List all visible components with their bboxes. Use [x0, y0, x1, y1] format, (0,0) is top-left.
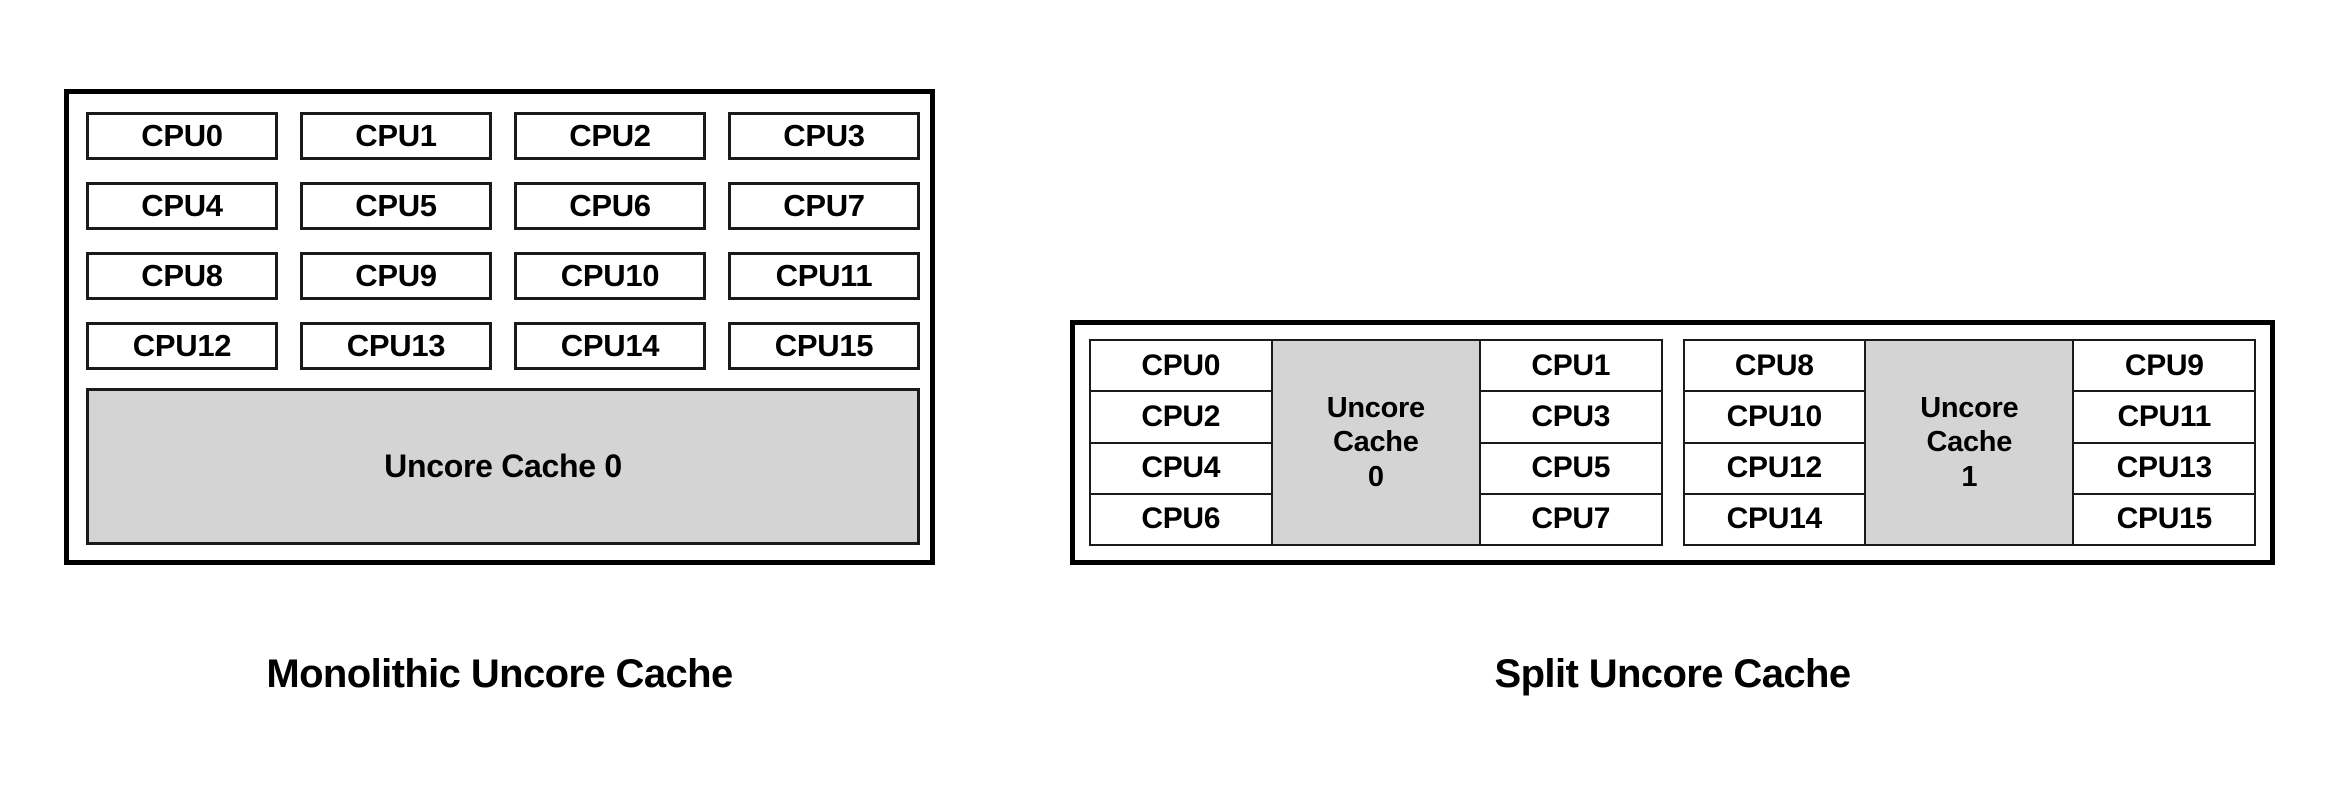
cpu-cell: CPU7	[728, 182, 920, 230]
cpu-cell: CPU8	[1682, 339, 1867, 393]
cpu-column-left: CPU0 CPU2 CPU4 CPU6	[1089, 339, 1273, 546]
cpu-cell: CPU8	[86, 252, 278, 300]
uncore-cache-block: Uncore Cache 1	[1864, 339, 2075, 546]
cpu-cell: CPU9	[300, 252, 492, 300]
uncore-cache-column: Uncore Cache 0	[1270, 339, 1481, 546]
split-group: CPU8 CPU10 CPU12 CPU14 Uncore Cache 1 CP…	[1682, 339, 2257, 546]
cpu-cell: CPU9	[2072, 339, 2257, 393]
uncore-cache-line-1: Uncore	[1326, 392, 1425, 425]
cpu-column-right: CPU9 CPU11 CPU13 CPU15	[2072, 339, 2257, 546]
cpu-cell: CPU10	[514, 252, 706, 300]
cpu-column-right: CPU1 CPU3 CPU5 CPU7	[1478, 339, 1663, 546]
uncore-cache-line-2: Cache	[1926, 426, 2013, 459]
cpu-cell: CPU13	[300, 322, 492, 370]
cpu-cell: CPU11	[728, 252, 920, 300]
cpu-cell: CPU15	[728, 322, 920, 370]
cpu-cell: CPU2	[1089, 390, 1273, 444]
cpu-cell: CPU2	[514, 112, 706, 160]
cpu-cell: CPU12	[86, 322, 278, 370]
uncore-cache-line-3: 1	[1961, 460, 1978, 493]
cpu-cell: CPU6	[1089, 492, 1273, 546]
monolithic-cpu-grid: CPU0 CPU1 CPU2 CPU3 CPU4 CPU5 CPU6 CPU7 …	[86, 112, 920, 370]
cpu-cell: CPU14	[1682, 492, 1867, 546]
cpu-cell: CPU1	[300, 112, 492, 160]
split-group: CPU0 CPU2 CPU4 CPU6 Uncore Cache 0 CPU1 …	[1089, 339, 1663, 546]
cpu-cell: CPU4	[86, 182, 278, 230]
cpu-cell: CPU6	[514, 182, 706, 230]
monolithic-diagram-caption: Monolithic Uncore Cache	[266, 652, 733, 696]
cpu-cell: CPU12	[1682, 441, 1867, 495]
uncore-cache-line-3: 0	[1367, 460, 1384, 493]
split-groups-container: CPU0 CPU2 CPU4 CPU6 Uncore Cache 0 CPU1 …	[1089, 339, 2257, 546]
cpu-cell: CPU14	[514, 322, 706, 370]
cpu-cell: CPU4	[1089, 441, 1273, 495]
uncore-cache-block: Uncore Cache 0	[1270, 339, 1481, 546]
cpu-cell: CPU10	[1682, 390, 1867, 444]
cpu-cell: CPU15	[2072, 492, 2257, 546]
monolithic-uncore-cache-diagram: CPU0 CPU1 CPU2 CPU3 CPU4 CPU5 CPU6 CPU7 …	[64, 89, 935, 565]
cpu-cell: CPU5	[1478, 441, 1663, 495]
cpu-cell: CPU5	[300, 182, 492, 230]
cpu-cell: CPU11	[2072, 390, 2257, 444]
cpu-cell: CPU0	[86, 112, 278, 160]
cpu-cell: CPU3	[728, 112, 920, 160]
cpu-cell: CPU0	[1089, 339, 1273, 393]
split-uncore-cache-diagram: CPU0 CPU2 CPU4 CPU6 Uncore Cache 0 CPU1 …	[1070, 320, 2275, 565]
uncore-cache-line-1: Uncore	[1920, 392, 2019, 425]
cpu-column-left: CPU8 CPU10 CPU12 CPU14	[1682, 339, 1867, 546]
uncore-cache-block: Uncore Cache 0	[86, 388, 920, 545]
uncore-cache-line-2: Cache	[1332, 426, 1419, 459]
cpu-cell: CPU13	[2072, 441, 2257, 495]
cpu-cell: CPU3	[1478, 390, 1663, 444]
cpu-cell: CPU1	[1478, 339, 1663, 393]
split-diagram-caption: Split Uncore Cache	[1494, 652, 1852, 696]
uncore-cache-column: Uncore Cache 1	[1864, 339, 2075, 546]
cpu-cell: CPU7	[1478, 492, 1663, 546]
